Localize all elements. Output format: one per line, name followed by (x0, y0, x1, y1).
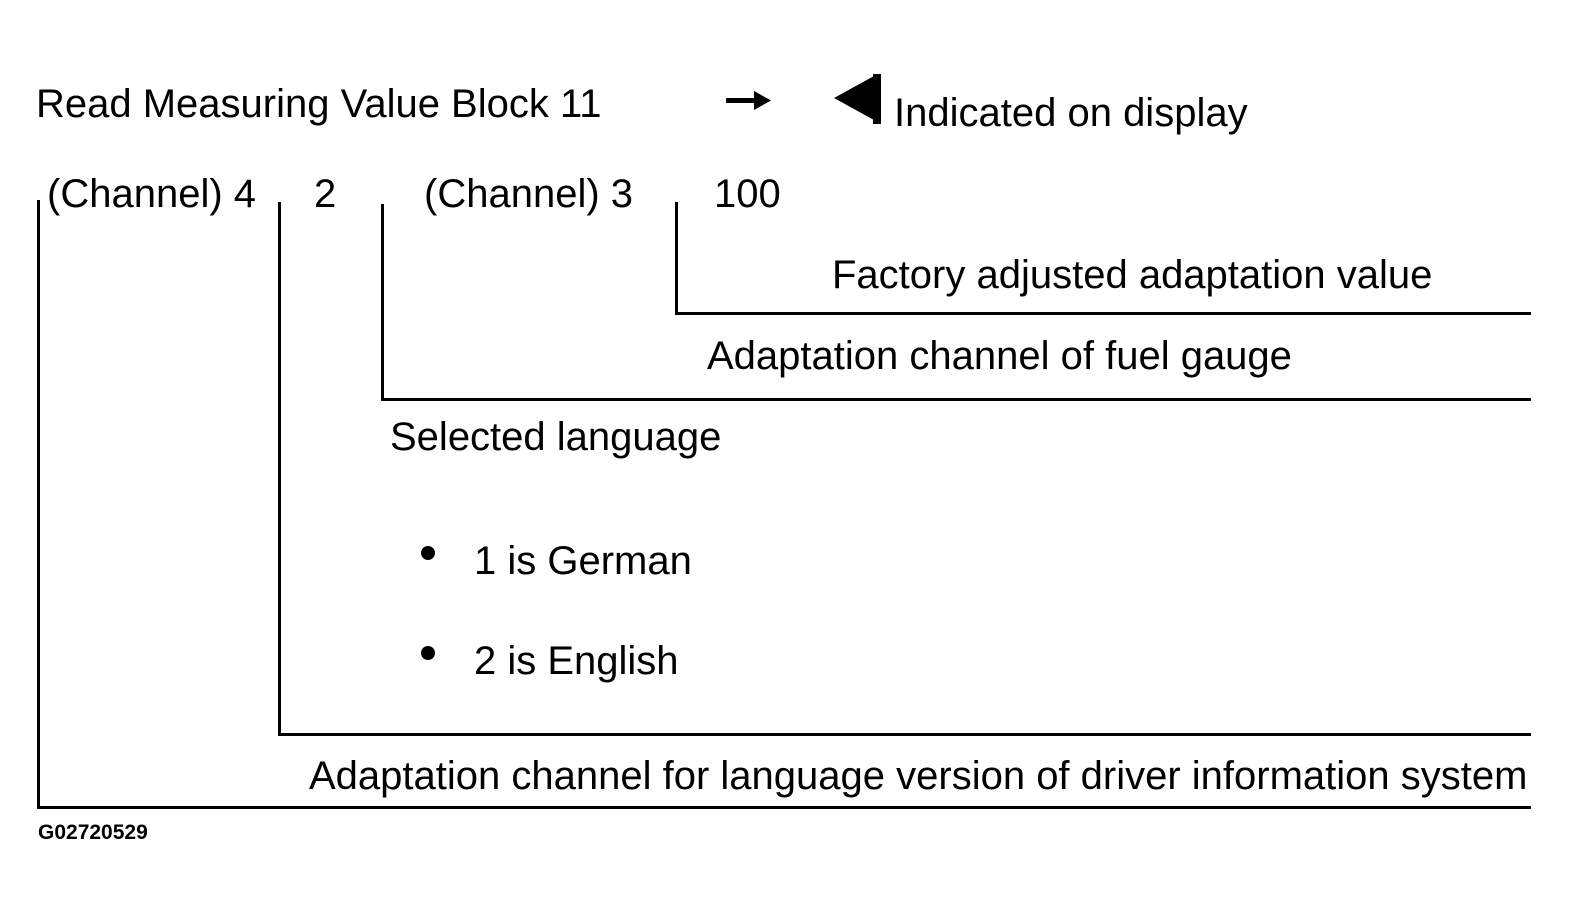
bracket-factory-vertical (675, 202, 678, 315)
bracket-fuel-gauge-vertical (381, 204, 384, 401)
bracket-language-version-vertical (37, 200, 40, 809)
language-option: 1 is German (474, 539, 692, 583)
bracket-language-vertical (278, 202, 281, 736)
bracket-language-version-horizontal (37, 806, 1531, 809)
bullet-icon (421, 646, 435, 660)
diagram-title: Read Measuring Value Block 11 (36, 82, 602, 126)
right-arrow-icon (726, 91, 771, 110)
language-option: 2 is English (474, 639, 679, 683)
legend-label: Indicated on display (894, 91, 1248, 135)
channel-4-label: (Channel) 4 (47, 172, 257, 216)
fuel-gauge-callout: Adaptation channel of fuel gauge (707, 334, 1292, 378)
bullet-icon (421, 546, 435, 560)
bracket-fuel-gauge-horizontal (381, 398, 1531, 401)
channel-3-value: 100 (714, 172, 781, 216)
factory-value-callout: Factory adjusted adaptation value (832, 253, 1433, 297)
figure-id: G02720529 (38, 821, 148, 844)
channel-3-label: (Channel) 3 (424, 172, 634, 216)
bracket-language-horizontal (278, 733, 1531, 736)
language-version-callout: Adaptation channel for language version … (309, 754, 1528, 798)
bracket-factory-horizontal (675, 312, 1531, 315)
left-triangle-indicator-icon (834, 74, 881, 124)
selected-language-callout: Selected language (390, 415, 722, 459)
channel-4-value: 2 (314, 172, 337, 216)
